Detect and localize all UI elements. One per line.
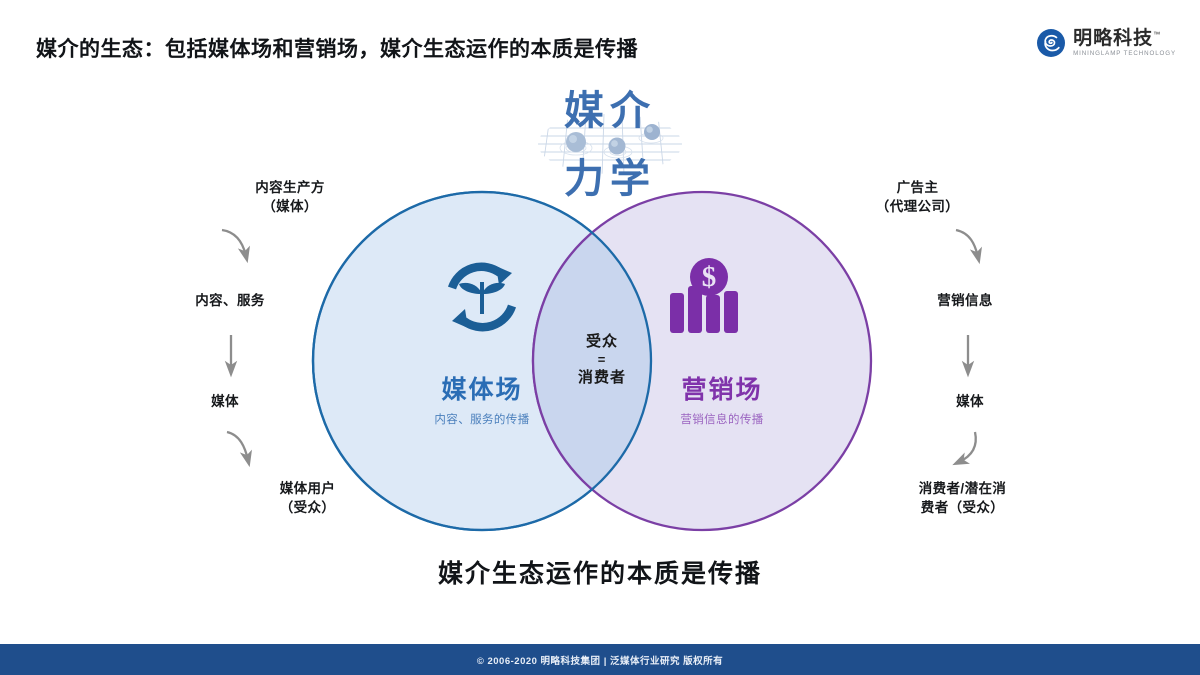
brand-name-cn: 明略科技™ [1073,27,1162,49]
brand-logo-text: 明略科技™ MININGLAMP TECHNOLOGY [1073,29,1176,57]
footer-bar: © 2006-2020 明略科技集团 | 泛媒体行业研究 版权所有 [0,644,1200,675]
recycle-plant-growth-icon [447,262,517,332]
left-flow-step-1: 内容生产方（媒体） [255,180,325,215]
page-title: 媒介的生态：包括媒体场和营销场，媒介生态运作的本质是传播 [36,38,638,61]
trademark-mark: ™ [1153,31,1162,39]
media-mechanics-gravity-grid-icon: 媒介 力学 [538,89,682,200]
right-flow-step-4: 消费者/潜在消费者（受众） [918,481,1007,516]
media-mechanics-logo: 媒介 力学 [520,82,700,200]
right-arrow-1 [955,228,982,265]
left-flow-step-3: 媒体 [211,394,239,409]
mininglamp-spiral-logo-icon [1036,28,1066,58]
slide-caption: 媒介生态运作的本质是传播 [437,560,762,588]
svg-text:力学: 力学 [564,157,656,200]
left-arrow-3 [226,430,252,468]
venn-label-marketing-subtitle: 营销信息的传播 [680,414,764,427]
overlap-equals-sign: = [597,351,607,367]
right-flow-step-3: 媒体 [956,394,984,409]
brand-logo: 明略科技™ MININGLAMP TECHNOLOGY [1036,28,1176,58]
dollar-bar-chart-icon: $ [670,258,738,333]
left-flow-step-2: 内容、服务 [195,293,265,308]
venn-label-media: 媒体场 内容、服务的传播 [392,375,572,428]
overlap-line-2: 消费者 [577,369,626,387]
footer-copyright: © 2006-2020 明略科技集团 | 泛媒体行业研究 版权所有 [476,655,724,667]
venn-label-marketing-title: 营销场 [681,376,763,404]
right-flow-step-2: 营销信息 [937,293,993,308]
right-flow-step-1: 广告主（代理公司） [875,180,960,215]
overlap-line-1: 受众 [585,333,618,350]
left-arrow-1 [221,228,250,264]
venn-overlap-label: 受众 = 消费者 [557,331,647,389]
left-flow-step-4: 媒体用户（受众） [279,481,336,516]
svg-text:媒介: 媒介 [564,89,656,133]
svg-text:$: $ [702,261,717,293]
venn-label-media-subtitle: 内容、服务的传播 [434,414,530,427]
brand-name-en: MININGLAMP TECHNOLOGY [1073,49,1176,57]
venn-label-marketing: 营销场 营销信息的传播 [632,375,812,428]
right-arrow-3 [952,431,977,466]
venn-label-media-title: 媒体场 [441,376,523,404]
